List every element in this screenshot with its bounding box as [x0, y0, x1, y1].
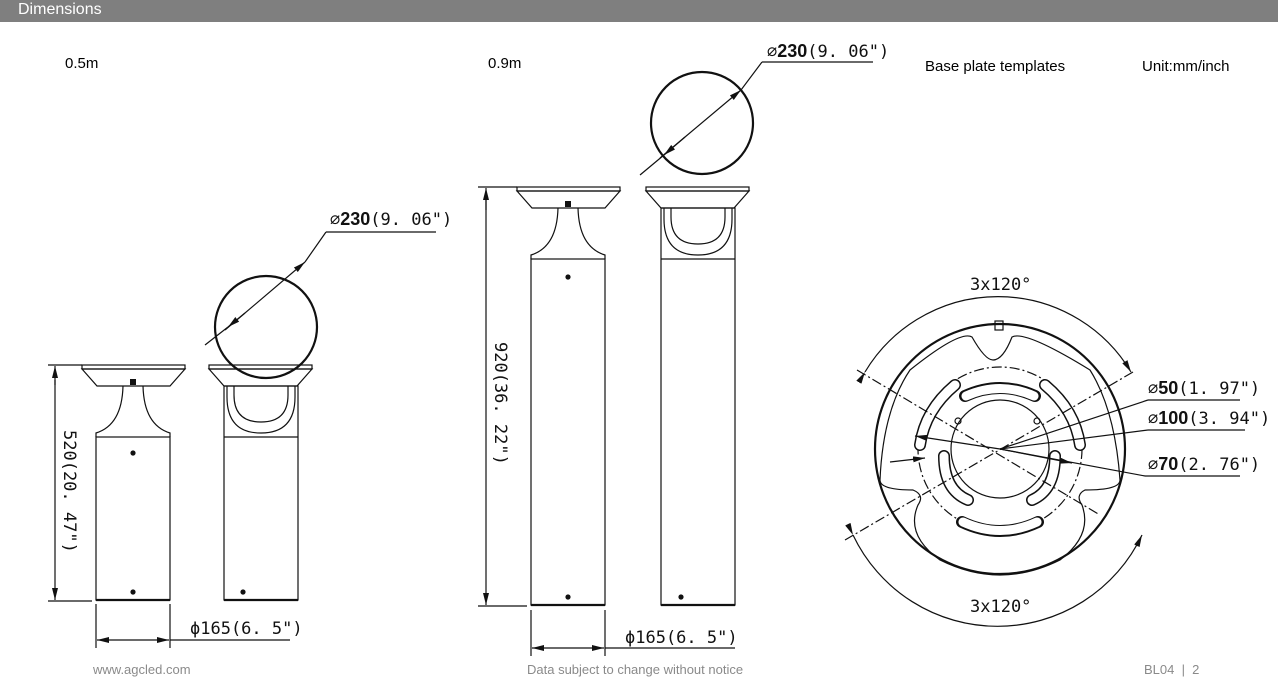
- footer-notice: Data subject to change without notice: [527, 662, 744, 677]
- bollard-0-5m-side-view: [207, 364, 314, 602]
- diameter-symbol: ⌀: [1148, 455, 1158, 475]
- bollard-0-5m-front-view: [80, 364, 187, 602]
- footer-page: BL04 | 2: [1144, 662, 1200, 677]
- height-value: 520(20. 47"): [59, 430, 79, 553]
- head-top-view-0-5m: ⌀230(9. 06"): [204, 209, 452, 380]
- unit-label: Unit:mm/inch: [1142, 58, 1230, 75]
- head-diameter-value: 230: [777, 41, 807, 61]
- head-top-view-0-9m: ⌀230(9. 06"): [639, 41, 889, 176]
- diameter-70-inch: (2. 76"): [1178, 455, 1260, 475]
- diameter-50-inch: (1. 97"): [1178, 379, 1260, 399]
- model-label-0-5m: 0.5m: [65, 55, 99, 72]
- section-title: Dimensions: [18, 1, 102, 18]
- diameter-symbol: ⌀: [767, 42, 777, 62]
- diameter-symbol: ⌀: [1148, 379, 1158, 399]
- base-plate-template: 3x120° 3x120° ⌀50(1. 97") ⌀100(3. 94") ⌀…: [844, 275, 1270, 627]
- svg-text:⌀230(9. 06"): ⌀230(9. 06"): [767, 41, 889, 62]
- body-diameter-value: ϕ165(6. 5"): [625, 628, 738, 648]
- body-diameter-dimension-0-9m: ϕ165(6. 5"): [530, 610, 738, 656]
- head-diameter-value: 230: [340, 209, 370, 229]
- angle-label-top: 3x120°: [970, 275, 1031, 295]
- section-header: Dimensions: [0, 0, 1278, 22]
- svg-text:⌀50(1. 97"): ⌀50(1. 97"): [1148, 378, 1260, 399]
- angle-label-bottom: 3x120°: [970, 597, 1031, 617]
- height-value: 920(36. 22"): [490, 342, 510, 465]
- svg-text:⌀230(9. 06"): ⌀230(9. 06"): [330, 209, 452, 230]
- body-diameter-value: ϕ165(6. 5"): [190, 619, 303, 639]
- body-diameter-dimension-0-5m: ϕ165(6. 5"): [95, 604, 303, 648]
- diameter-100-inch: (3. 94"): [1188, 409, 1270, 429]
- bollard-0-9m-side-view: [644, 186, 751, 607]
- diameter-symbol: ⌀: [1148, 409, 1158, 429]
- diameter-70-value: 70: [1158, 454, 1178, 474]
- height-dimension-0-5m: 520(20. 47"): [48, 364, 92, 602]
- head-diameter-inch: (9. 06"): [370, 210, 452, 230]
- base-plate-label: Base plate templates: [925, 58, 1066, 75]
- diameter-symbol: ⌀: [330, 210, 340, 230]
- head-diameter-inch: (9. 06"): [807, 42, 889, 62]
- bollard-0-9m-front-view: [515, 186, 622, 607]
- model-label-0-9m: 0.9m: [488, 55, 522, 72]
- diameter-50-value: 50: [1158, 378, 1178, 398]
- svg-text:⌀100(3. 94"): ⌀100(3. 94"): [1148, 408, 1270, 429]
- diameter-100-value: 100: [1158, 408, 1188, 428]
- height-dimension-0-9m: 920(36. 22"): [478, 186, 527, 607]
- svg-text:⌀70(2. 76"): ⌀70(2. 76"): [1148, 454, 1260, 475]
- footer-website[interactable]: www.agcled.com: [93, 662, 191, 677]
